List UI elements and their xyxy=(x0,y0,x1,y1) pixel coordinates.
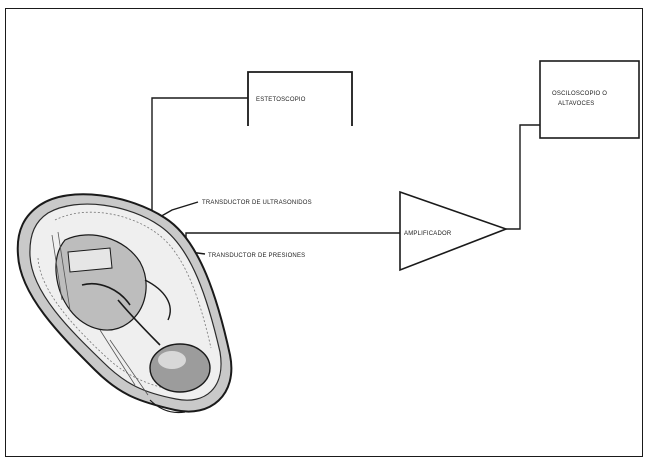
line-transducer2-to-amplifier xyxy=(186,233,400,248)
transducer-pressure-label: TRANSDUCTOR DE PRESIONES xyxy=(208,253,305,259)
stethoscope-box: ESTETOSCOPIO xyxy=(248,72,352,126)
amplifier: AMPLIFICADOR xyxy=(400,192,506,270)
leader-transducer-1 xyxy=(158,202,198,218)
transducer-ultrasound-label: TRANSDUCTOR DE ULTRASONIDOS xyxy=(202,200,312,206)
uterus-fetus-illustration xyxy=(18,194,232,412)
oscilloscope-label-line2: ALTAVOCES xyxy=(558,101,594,107)
stethoscope-label: ESTETOSCOPIO xyxy=(256,97,306,103)
line-transducer1-to-top-box xyxy=(152,98,248,215)
line-amplifier-to-right-box xyxy=(506,125,540,229)
oscilloscope-label-line1: OSCILOSCOPIO O xyxy=(552,91,607,97)
oscilloscope-box: OSCILOSCOPIO O ALTAVOCES xyxy=(540,61,639,138)
amplifier-label: AMPLIFICADOR xyxy=(404,231,452,237)
